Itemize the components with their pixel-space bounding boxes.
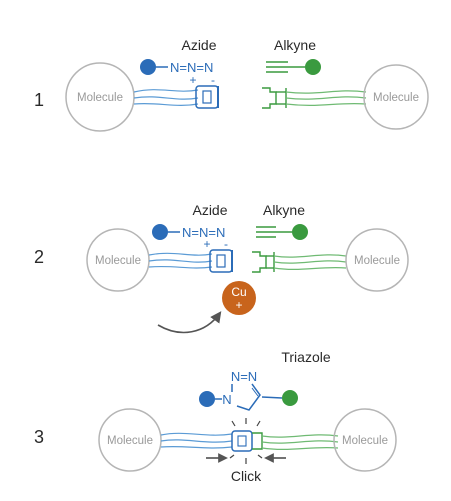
buckle-connector-icon	[252, 251, 275, 273]
alkyne-linker-strand	[285, 103, 367, 106]
molecule-right-label: Molecule	[373, 92, 419, 104]
azide-plus-charge: +	[203, 237, 210, 251]
step-3-number: 3	[34, 427, 44, 447]
molecule-left-label: Molecule	[77, 92, 123, 104]
azide-label: Azide	[181, 37, 216, 53]
buckle-connector-icon	[209, 249, 233, 273]
buckle-connector-icon	[195, 85, 219, 109]
triazole-left-nitrogen: N	[222, 392, 231, 407]
step-3: 3 Triazole N=N N Molecule	[34, 349, 397, 484]
azide-label: Azide	[192, 202, 227, 218]
alkyne-ball-icon	[305, 59, 321, 75]
azide-formula: N=N=N	[170, 60, 213, 75]
molecule-circle-icon	[345, 228, 409, 292]
molecule-circle-icon	[98, 408, 162, 472]
click-spark-icon	[229, 418, 263, 464]
alkyne-triple-bond-icon	[256, 226, 292, 238]
alkyne-ball-icon	[282, 390, 298, 406]
azide-formula: N=N=N	[182, 225, 225, 240]
molecule-circle-icon	[363, 64, 429, 130]
alkyne-linker-strand	[285, 96, 367, 100]
triazole-label: Triazole	[281, 349, 330, 365]
molecule-right-label: Molecule	[342, 435, 388, 447]
molecule-left-label: Molecule	[107, 435, 153, 447]
azide-ball-icon	[152, 224, 168, 240]
step-1-number: 1	[34, 90, 44, 110]
molecule-right-label: Molecule	[354, 255, 400, 267]
azide-plus-charge: +	[189, 73, 196, 87]
azide-minus-charge: -	[224, 237, 228, 251]
azide-linker-strand	[133, 103, 199, 106]
buckle-connector-icon	[262, 87, 287, 109]
azide-ball-icon	[140, 59, 156, 75]
triazole-ring-icon	[199, 383, 298, 411]
step-2-number: 2	[34, 247, 44, 267]
azide-linker-strand	[133, 96, 199, 100]
azide-linker-strand	[133, 89, 199, 93]
curved-arrow-icon	[157, 311, 222, 334]
alkyne-ball-icon	[292, 224, 308, 240]
molecule-left-label: Molecule	[95, 255, 141, 267]
copper-symbol: Cu	[231, 285, 246, 299]
copper-catalyst-icon: Cu +	[222, 281, 256, 315]
azide-minus-charge: -	[211, 73, 215, 87]
step-1: 1 Molecule N=N=N + - Azide Alkyne	[34, 37, 429, 132]
step-2: 2 Molecule N=N=N + - Azide Alkyne	[34, 202, 409, 334]
molecule-circle-icon	[65, 62, 135, 132]
buckle-connector-icon	[231, 430, 263, 452]
molecule-circle-icon	[333, 408, 397, 472]
azide-ball-icon	[199, 391, 215, 407]
triazole-top-nitrogens: N=N	[231, 369, 257, 384]
copper-charge: +	[235, 298, 242, 312]
alkyne-triple-bond-icon	[266, 61, 305, 73]
click-label: Click	[231, 468, 262, 484]
alkyne-label: Alkyne	[274, 37, 316, 53]
alkyne-label: Alkyne	[263, 202, 305, 218]
molecule-circle-icon	[86, 228, 150, 292]
alkyne-linker-strand	[285, 90, 367, 94]
